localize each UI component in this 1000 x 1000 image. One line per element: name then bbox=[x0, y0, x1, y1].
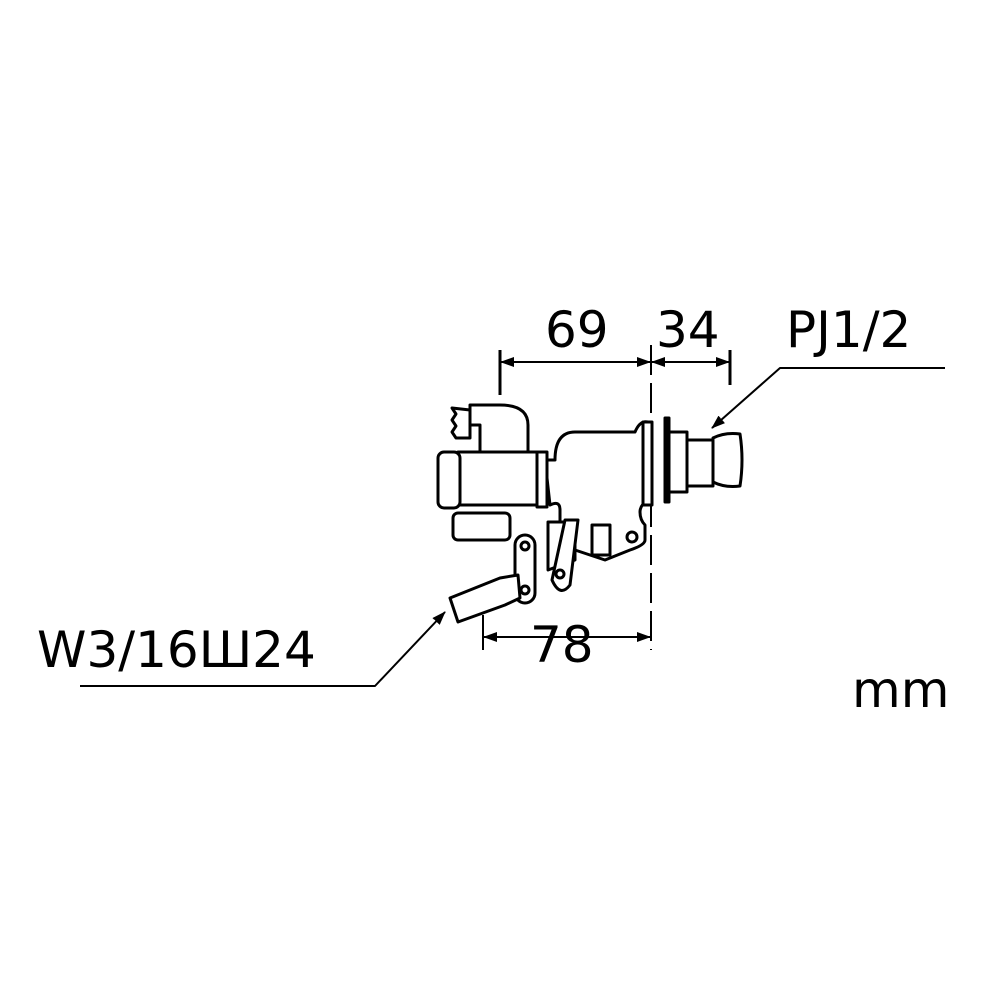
valve-body bbox=[436, 403, 744, 624]
inlet-thread-label: W3/16Ш24 bbox=[37, 621, 316, 679]
outlet-thread-label: PJ1/2 bbox=[786, 301, 912, 359]
dimension-69-label: 69 bbox=[545, 301, 609, 359]
leader-pj bbox=[711, 367, 945, 429]
dimension-34-label: 34 bbox=[656, 301, 720, 359]
unit-label: mm bbox=[852, 661, 950, 719]
dimension-78-label: 78 bbox=[530, 616, 594, 674]
leader-w bbox=[80, 611, 446, 687]
